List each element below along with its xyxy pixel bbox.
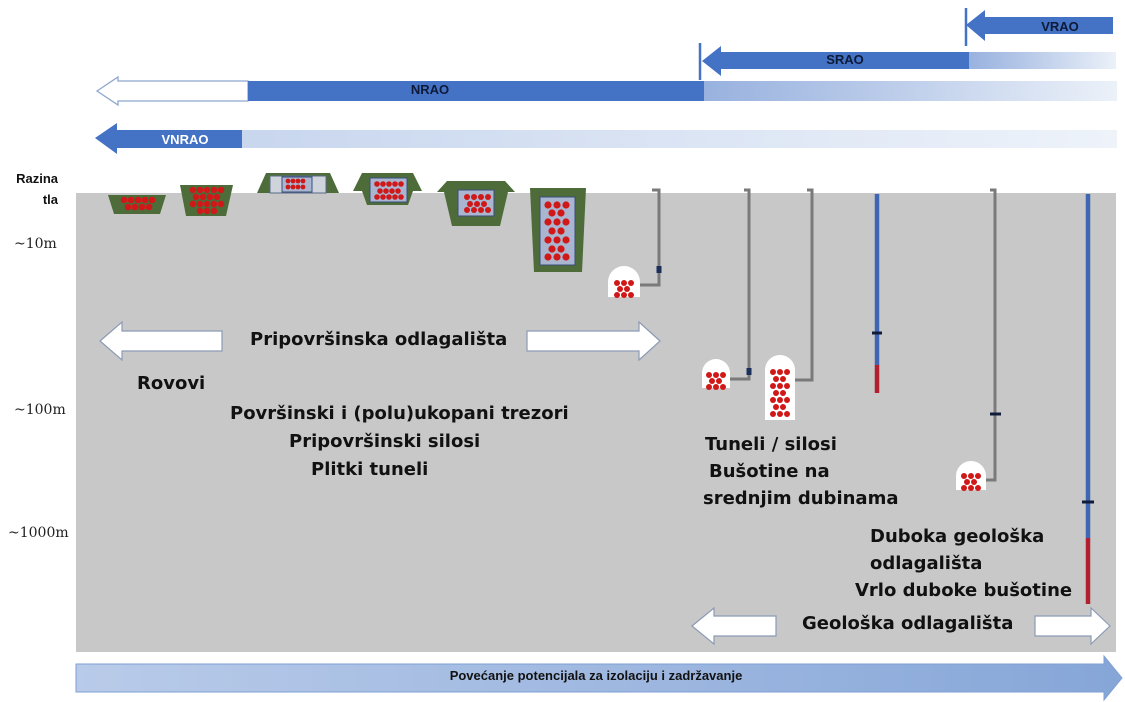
- srao-arrow: [702, 46, 969, 76]
- trench-2: [180, 185, 233, 216]
- vnrao-arrow: [95, 123, 242, 154]
- deep-geological-label-line1: Duboka geološka: [870, 526, 1045, 547]
- intermediate-silo: [765, 188, 814, 420]
- ground-level-label-line1: Razina: [16, 171, 58, 186]
- isolation-potential-label: Povećanje potencijala za izolaciju i zad…: [449, 668, 743, 683]
- geological-right-arrow: [1034, 606, 1111, 646]
- depth-1000m: ~1000m: [8, 525, 69, 541]
- vnrao-fade: [242, 130, 1117, 148]
- isolation-potential-arrow: [75, 654, 1123, 702]
- nrao-label: NRAO: [410, 82, 450, 97]
- deep-geological-repository: [956, 188, 1001, 491]
- nrao-arrow: [95, 75, 704, 107]
- boreholes-label-line2: srednjim dubinama: [703, 488, 899, 509]
- buried-vault: [437, 181, 515, 226]
- near-surface-label: Pripovršinska odlagališta: [250, 329, 508, 350]
- srao-label: SRAO: [826, 52, 864, 67]
- deep-geological-label-line2: odlagališta: [870, 553, 983, 574]
- ground-level-label: Razina tla: [8, 168, 58, 210]
- vrao-fade: [969, 52, 1116, 69]
- very-deep-borehole: [1082, 194, 1094, 604]
- near-surface-left-arrow: [99, 320, 223, 362]
- vrao-label: VRAO: [1041, 19, 1079, 34]
- trench-1: [108, 195, 166, 214]
- tunnels-silos-label: Tuneli / silosi: [705, 434, 837, 455]
- depth-10m: ~10m: [14, 236, 57, 252]
- boreholes-label-line1: Bušotine na: [709, 461, 830, 482]
- vaults-label: Površinski i (polu)ukopani trezori: [230, 403, 569, 424]
- trenches-label: Rovovi: [137, 373, 206, 394]
- srao-fade: [704, 81, 1117, 101]
- intermediate-tunnel: [702, 188, 752, 390]
- near-surface-silo: [530, 188, 586, 272]
- semi-buried-vault: [353, 173, 422, 205]
- surface-vault-1: [257, 173, 339, 194]
- very-deep-boreholes-label: Vrlo duboke bušotine: [855, 580, 1073, 601]
- geological-left-arrow: [691, 606, 777, 646]
- geological-repositories-label: Geološka odlagališta: [802, 613, 1014, 634]
- vnrao-label: VNRAO: [161, 132, 209, 147]
- shallow-tunnel: [608, 188, 662, 298]
- shallow-tunnels-label: Plitki tuneli: [311, 459, 429, 480]
- ground-level-label-line2: tla: [42, 192, 58, 207]
- intermediate-borehole: [872, 194, 882, 393]
- silos-label: Pripovršinski silosi: [289, 431, 481, 452]
- near-surface-right-arrow: [526, 320, 661, 362]
- depth-100m: ~100m: [14, 402, 66, 418]
- ground-area: [76, 193, 1116, 652]
- vrao-arrow: [966, 10, 1113, 41]
